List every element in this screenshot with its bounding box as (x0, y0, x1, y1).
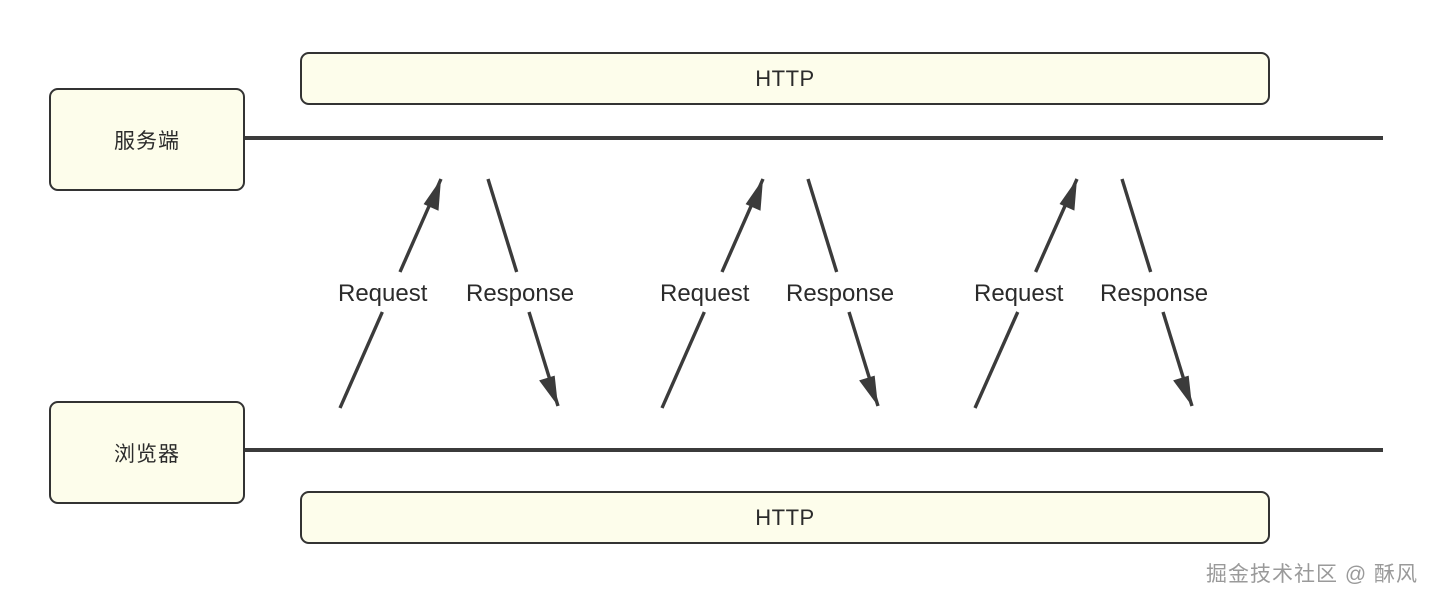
node-label: 服务端 (114, 129, 180, 153)
flow-label-request-3: Request (974, 280, 1064, 307)
flow-label-request-2: Request (660, 280, 750, 307)
flow-label-response-2: Response (786, 280, 895, 307)
protocol-bar-label: HTTP (755, 65, 815, 91)
protocol-bar-http-top: HTTP (300, 52, 1270, 105)
protocol-bar-label: HTTP (755, 504, 815, 530)
lifeline-server (245, 136, 1383, 140)
node-label: 浏览器 (114, 442, 180, 466)
node-server: 服务端 (49, 88, 245, 191)
node-browser: 浏览器 (49, 401, 245, 504)
watermark: 掘金技术社区 @ 酥风 (1206, 563, 1418, 586)
flow-label-request-1: Request (338, 280, 428, 307)
flow-label-response-3: Response (1100, 280, 1209, 307)
protocol-bar-http-bottom: HTTP (300, 491, 1270, 544)
lifeline-browser (245, 448, 1383, 452)
flow-label-response-1: Response (466, 280, 575, 307)
